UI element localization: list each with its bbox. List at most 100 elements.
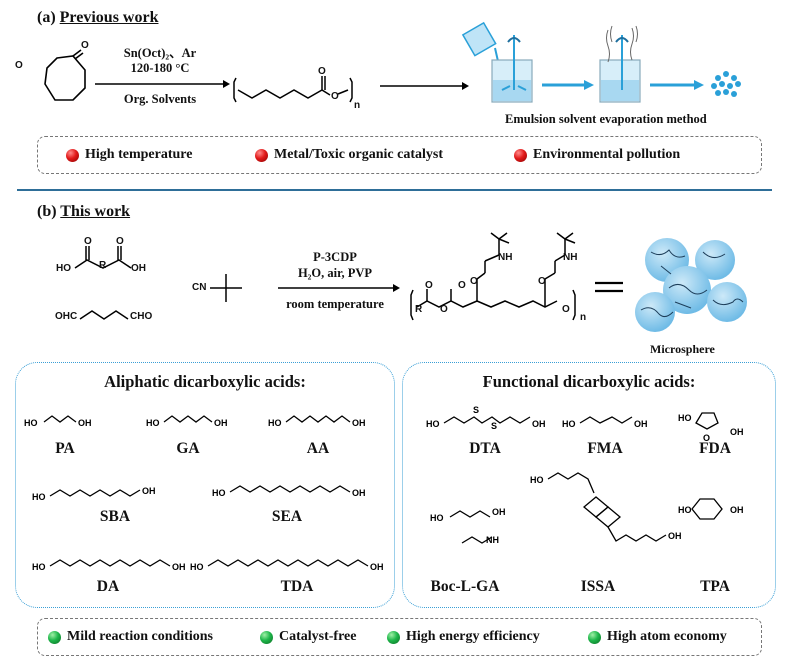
- product-o-1: O: [425, 280, 433, 291]
- acid-label-fda: FDA: [699, 440, 731, 457]
- aa-oh: OH: [352, 418, 366, 428]
- drawback-label-1: High temperature: [85, 147, 193, 162]
- issa-oh: OH: [668, 531, 682, 541]
- sba-ho: HO: [32, 492, 46, 502]
- condition-b-2: H₂O, air, PVP: [297, 266, 373, 280]
- section-b-letter: (b): [37, 203, 57, 220]
- reaction-arrow-b: [278, 284, 400, 292]
- section-a-heading: (a) Previous work: [37, 9, 158, 27]
- condition-a-1: Sn(Oct)₂、Ar: [123, 46, 197, 60]
- green-bullet-icon: [588, 630, 601, 644]
- fda-ho: HO: [678, 413, 692, 423]
- caprolactone-structure: [44, 49, 86, 101]
- drawback-item-2: Metal/Toxic organic catalyst: [255, 147, 443, 163]
- aliphatic-title: Aliphatic dicarboxylic acids:: [104, 372, 306, 391]
- section-separator: [17, 189, 772, 191]
- sea-ho: HO: [212, 488, 226, 498]
- condition-b-1: P-3CDP: [313, 250, 357, 264]
- acid-label-ga: GA: [176, 440, 200, 457]
- equals-sign: [595, 281, 623, 293]
- drawbacks-box: [37, 136, 762, 174]
- acid-ho-left: HO: [56, 263, 71, 274]
- product-o-4: O: [470, 276, 478, 287]
- drawback-item-1: High temperature: [66, 147, 192, 163]
- acid-label-tpa: TPA: [700, 578, 730, 595]
- fda-oh: OH: [730, 427, 744, 437]
- section-a-letter: (a): [37, 9, 56, 26]
- dta-oh: OH: [532, 419, 546, 429]
- advantage-item-2: Catalyst-free: [260, 629, 357, 645]
- product-o-3: O: [458, 280, 466, 291]
- condition-a-2: 120-180 °C: [130, 61, 190, 75]
- aldehyde-left: OHC: [55, 311, 78, 322]
- microsphere-label: Microsphere: [650, 342, 715, 356]
- microsphere-illustration: [635, 238, 747, 332]
- acid-label-sba: SBA: [99, 508, 131, 525]
- functional-title: Functional dicarboxylic acids:: [482, 372, 696, 391]
- glutaraldehyde-structure: [79, 310, 129, 320]
- acid-label-boc-l-ga: Boc-L-GA: [430, 578, 500, 595]
- boc-ho: HO: [430, 513, 444, 523]
- advantage-label-2: Catalyst-free: [279, 629, 357, 644]
- product-o-2: O: [440, 304, 448, 315]
- acid-o-1: O: [84, 236, 92, 247]
- emulsion-method-label: Emulsion solvent evaporation method: [505, 112, 707, 126]
- advantage-label-4: High atom economy: [607, 629, 727, 644]
- advantage-item-4: High atom economy: [588, 629, 727, 645]
- pcl-polymer-structure: [233, 76, 353, 103]
- product-nh-2: NH: [563, 252, 578, 263]
- dicarboxylic-acid-structure: [74, 246, 132, 269]
- advantage-item-3: High energy efficiency: [387, 629, 540, 645]
- aldehyde-right: CHO: [130, 311, 153, 322]
- acid-label-pa: PA: [55, 440, 75, 457]
- product-r: R: [415, 304, 423, 315]
- functional-acids-box: [402, 362, 776, 608]
- advantage-label-3: High energy efficiency: [406, 629, 540, 644]
- tpa-ho: HO: [678, 505, 692, 515]
- fma-oh: OH: [634, 419, 648, 429]
- acid-o-2: O: [116, 236, 124, 247]
- advantages-box: [37, 618, 762, 656]
- drawback-item-3: Environmental pollution: [514, 147, 680, 163]
- fda-o: O: [703, 433, 710, 443]
- green-bullet-icon: [260, 630, 273, 644]
- product-nh-1: NH: [498, 252, 513, 263]
- carbonyl-oxygen-label: O: [81, 40, 89, 51]
- da-ho: HO: [32, 562, 46, 572]
- emulsion-process-illustration: [461, 21, 741, 103]
- dta-ho: HO: [426, 419, 440, 429]
- da-oh: OH: [172, 562, 186, 572]
- advantage-item-1: Mild reaction conditions: [48, 629, 213, 645]
- dta-s2: S: [491, 421, 497, 431]
- boc-nh: NH: [486, 535, 499, 545]
- acid-label-fma: FMA: [587, 440, 623, 457]
- pouring-beaker-icon: [461, 21, 497, 57]
- acid-r-label: R: [99, 260, 107, 271]
- section-b-heading: (b) This work: [37, 203, 130, 221]
- red-bullet-icon: [255, 148, 268, 162]
- acid-label-tda: TDA: [280, 578, 314, 595]
- tda-ho: HO: [190, 562, 204, 572]
- drawback-label-3: Environmental pollution: [533, 147, 681, 162]
- product-subscript-n: n: [580, 312, 587, 323]
- aliphatic-acids-box: [15, 362, 395, 608]
- issa-ho: HO: [530, 475, 544, 485]
- isocyanide-cn: CN: [192, 282, 207, 293]
- sea-oh: OH: [352, 488, 366, 498]
- acid-oh-right: OH: [131, 263, 146, 274]
- green-bullet-icon: [48, 630, 61, 644]
- acid-label-issa: ISSA: [580, 578, 616, 595]
- green-bullet-icon: [387, 630, 400, 644]
- drawback-label-2: Metal/Toxic organic catalyst: [274, 147, 444, 162]
- tpa-oh: OH: [730, 505, 744, 515]
- acid-label-aa: AA: [306, 440, 330, 457]
- reaction-arrow-a: [95, 80, 230, 88]
- product-o-5: O: [538, 276, 546, 287]
- ga-oh: OH: [214, 418, 228, 428]
- condition-b-3: room temperature: [286, 297, 384, 311]
- acid-label-sea: SEA: [271, 508, 303, 525]
- ring-oxygen-label: O: [15, 60, 23, 71]
- red-bullet-icon: [514, 148, 527, 162]
